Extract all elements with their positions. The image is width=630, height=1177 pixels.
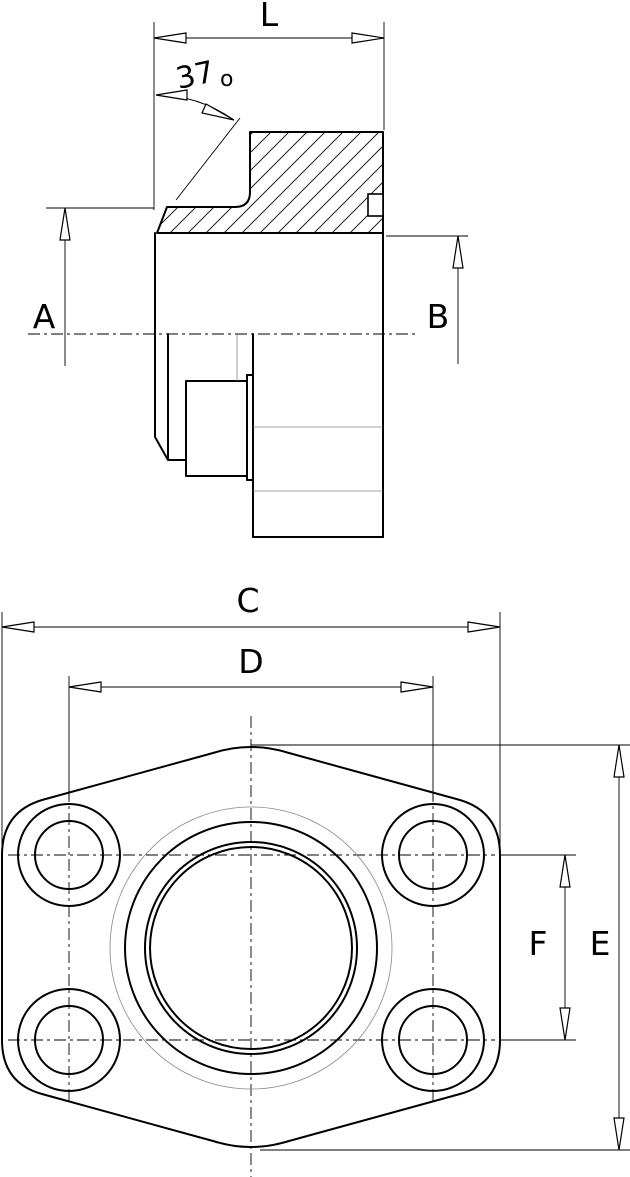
label-angle: 37 — [173, 55, 218, 97]
bolt-hole-top-left — [17, 803, 121, 907]
label-L: L — [260, 0, 279, 34]
label-A: A — [33, 297, 56, 336]
flange-outline — [1, 746, 501, 1148]
dimension-B: B — [386, 235, 468, 364]
label-B: B — [427, 297, 450, 336]
dimension-C: C — [1, 581, 501, 850]
label-E: E — [590, 924, 611, 963]
dimension-angle: 37 o — [155, 55, 241, 201]
oring-groove — [367, 193, 384, 217]
front-view: C D E F — [1, 581, 630, 1177]
label-angle-unit: o — [220, 67, 233, 92]
dimension-D: D — [68, 642, 434, 800]
dimension-A: A — [33, 207, 154, 366]
dimension-L: L — [153, 0, 385, 210]
label-C: C — [236, 581, 259, 620]
label-F: F — [529, 924, 548, 963]
flange-body-outline — [154, 232, 187, 461]
section-outline — [156, 131, 384, 234]
bolt-hole-top-right — [381, 803, 485, 907]
dimension-E: E — [251, 744, 630, 1151]
label-D: D — [238, 642, 263, 681]
dimension-F: F — [500, 854, 576, 1041]
side-section-view: L 37 o A B — [28, 0, 468, 538]
bolt-hole-bottom-left — [17, 988, 121, 1092]
bolt-hole-bottom-right — [381, 988, 485, 1092]
central-bore — [109, 806, 393, 1090]
spigot — [185, 380, 248, 477]
